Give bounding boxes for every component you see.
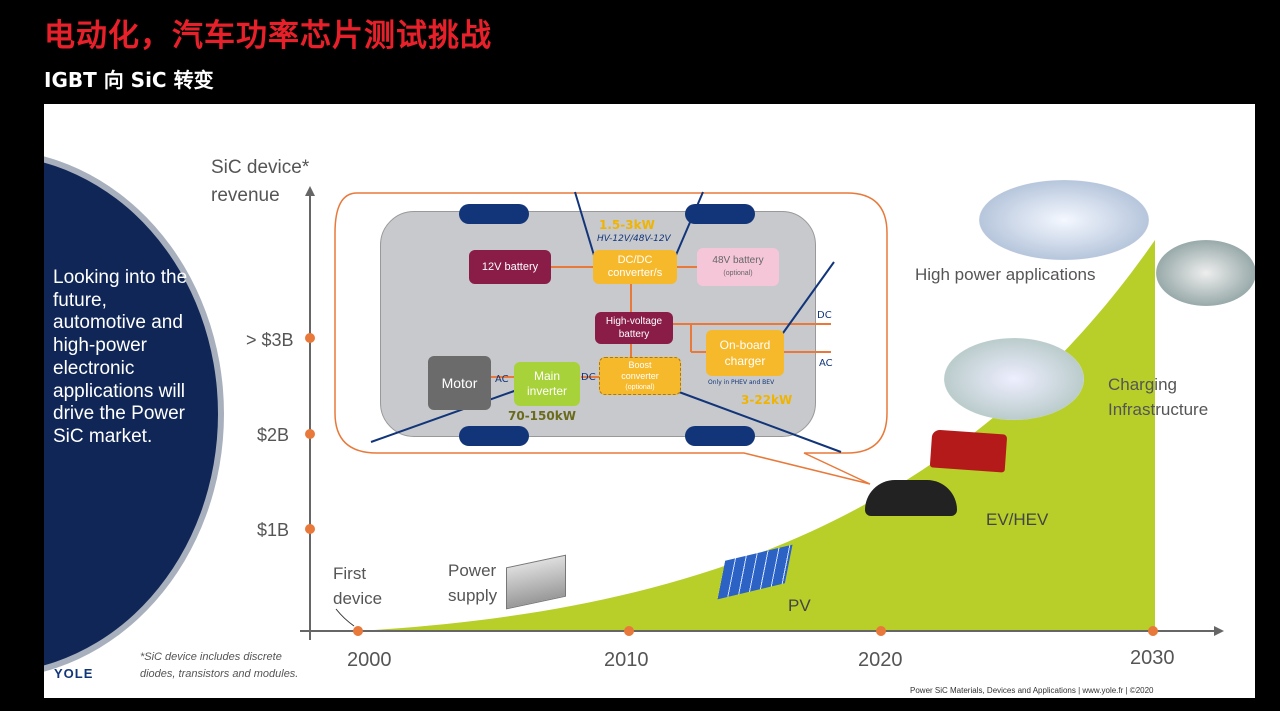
slide: Looking into the future, automotive and … (44, 104, 1255, 698)
x-tick-dot (876, 626, 886, 636)
footnote: *SiC device includes discrete (140, 651, 282, 663)
x-tick-dot (624, 626, 634, 636)
12v-battery-label: 12V battery (481, 260, 539, 273)
wheel (459, 204, 529, 224)
pv-label: PV (788, 596, 811, 615)
dcdc-power-label: 1.5-3kW (599, 218, 655, 232)
y-tick-1b: $1B (257, 520, 290, 540)
48v-battery-box: 48V battery (optional) (697, 248, 779, 286)
motor-label: Motor (441, 374, 478, 391)
x-tick-2020: 2020 (858, 649, 903, 671)
first-device-label-2: device (333, 589, 383, 608)
y-tick-dot (305, 333, 315, 343)
onboard-charger-box: On-board charger (706, 330, 784, 376)
dc-label: DC (817, 310, 832, 321)
charger-label-2: charger (724, 354, 766, 368)
first-device-arrow (335, 608, 355, 627)
charger-note: Only in PHEV and BEV (708, 379, 775, 386)
optional-label: (optional) (625, 383, 655, 391)
y-axis-label: SiC device* (211, 157, 310, 178)
high-power-label: High power applications (915, 265, 1096, 284)
x-tick-dot (1148, 626, 1158, 636)
inverter-label-2: inverter (526, 384, 567, 398)
growth-area (358, 240, 1155, 631)
x-tick-2000: 2000 (347, 649, 392, 671)
power-supply-label-2: supply (448, 586, 498, 605)
motor-box: Motor (428, 356, 491, 410)
y-tick-3b: > $3B (246, 330, 294, 350)
dcdc-label: DC/DC (617, 254, 653, 266)
lead-text: Looking into the future, automotive and … (53, 267, 188, 447)
first-device-label: First (333, 564, 367, 583)
x-tick-2010: 2010 (604, 649, 649, 671)
boost-label: Boost (628, 359, 652, 370)
boost-label-2: converter (621, 370, 659, 381)
charger-power-label: 3-22kW (741, 393, 793, 407)
source-text: Power SiC Materials, Devices and Applica… (910, 686, 1154, 695)
y-axis-label-2: revenue (211, 185, 280, 206)
inverter-power-label: 70-150kW (508, 409, 576, 423)
charging-label: Charging (1108, 375, 1177, 394)
charging-label-2: Infrastructure (1108, 400, 1209, 419)
ev-diagram: 1.5-3kW HV-12V/48V-12V 12V battery DC/DC… (370, 191, 842, 453)
ac-label: AC (819, 358, 833, 369)
charging-stations-image (944, 338, 1084, 420)
dc-label: DC (581, 372, 596, 383)
bus-image (929, 429, 1008, 473)
y-tick-dot (305, 524, 315, 534)
page-title: 电动化，汽车功率芯片测试挑战 (44, 18, 492, 54)
page-subtitle: IGBT 向 SiC 转变 (44, 68, 214, 92)
y-tick-dot (305, 429, 315, 439)
hv-battery-label: High-voltage (605, 316, 663, 327)
wheel (685, 204, 755, 224)
48v-battery-label: 48V battery (712, 255, 764, 266)
inverter-label: Main (533, 369, 560, 383)
y-tick-2b: $2B (257, 425, 290, 445)
power-supply-label: Power (448, 561, 497, 580)
footnote-2: diodes, transistors and modules. (140, 668, 299, 680)
ev-hev-label: EV/HEV (986, 510, 1049, 529)
wheel (459, 426, 529, 446)
x-tick-2030: 2030 (1130, 647, 1175, 669)
hv-battery-label-2: battery (618, 329, 650, 340)
train-image (1156, 240, 1255, 306)
power-towers-image (979, 180, 1149, 260)
dcdc-label-2: converter/s (607, 267, 663, 279)
optional-label: (optional) (723, 270, 753, 277)
yole-logo: YOLE (54, 666, 94, 681)
dcdc-voltage-label: HV-12V/48V-12V (597, 234, 671, 244)
x-tick-dot (353, 626, 363, 636)
car-image (865, 480, 957, 516)
charger-label: On-board (719, 338, 771, 352)
ac-label: AC (495, 374, 509, 385)
wheel (685, 426, 755, 446)
12v-battery-box: 12V battery (469, 250, 551, 284)
hv-battery-box: High-voltage battery (595, 312, 673, 344)
